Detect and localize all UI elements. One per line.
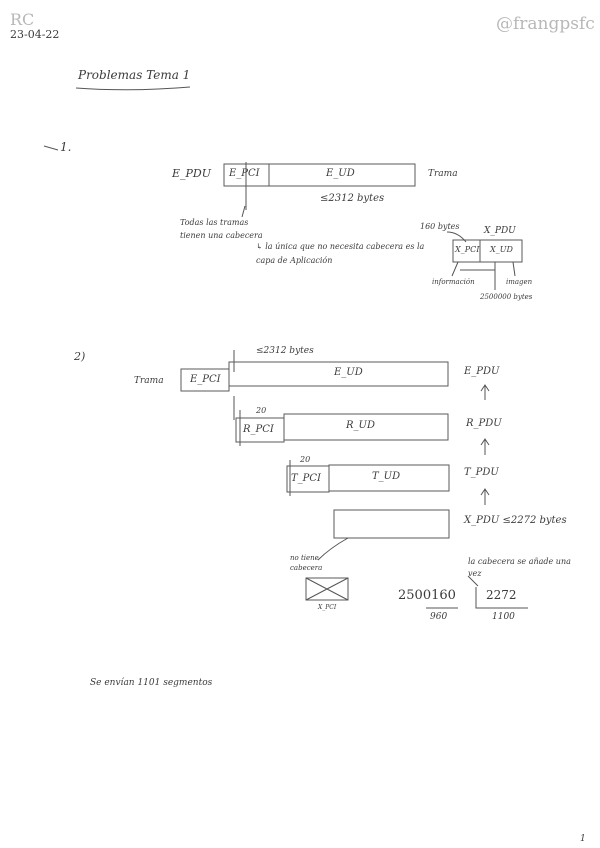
cross-lines xyxy=(305,577,349,601)
small-pdu: X_PDU xyxy=(484,226,516,236)
section2-number: 2) xyxy=(74,350,86,363)
small-right-caption: imagen xyxy=(506,278,533,286)
small-header-bytes: 160 bytes xyxy=(420,222,460,231)
crossed-label: X_PCI xyxy=(318,604,337,611)
row4-box xyxy=(333,509,450,539)
page-number: 1 xyxy=(580,834,586,844)
row3-pci: T_PCI xyxy=(291,473,321,484)
section1-right-label: Trama xyxy=(428,169,458,179)
e-ud-box xyxy=(268,163,416,187)
up-arrow-1 xyxy=(480,384,490,400)
no-header-arrow xyxy=(317,537,349,561)
row3-size: 20 xyxy=(300,455,311,464)
x-ud-box xyxy=(479,239,523,263)
row1-ud: E_UD xyxy=(334,367,363,378)
image-pointer xyxy=(512,261,516,277)
row1-ud-box xyxy=(228,361,449,387)
initials-watermark: RC xyxy=(10,10,35,29)
crossed-box xyxy=(305,577,349,601)
info-pointer xyxy=(451,261,459,277)
watermark: @frangpsfc xyxy=(496,14,595,34)
row2-right: R_PDU xyxy=(466,418,502,429)
division-quotient: 1100 xyxy=(492,612,515,622)
small-pci: X_PCI xyxy=(455,245,480,254)
row2-ud: R_UD xyxy=(346,420,375,431)
no-header-note: no tiene cabecera xyxy=(290,554,323,572)
header-note-arrow xyxy=(467,575,479,587)
section2-left-label: Trama xyxy=(134,376,164,386)
small-ud: X_UD xyxy=(490,245,513,254)
title-underline xyxy=(75,86,191,91)
division-divisor: 2272 xyxy=(486,588,517,602)
section1-tick xyxy=(43,145,59,151)
small-bottom-caption: 2500000 bytes xyxy=(480,293,533,301)
division-remainder: 960 xyxy=(430,612,448,622)
division-dividend: 2500160 xyxy=(398,588,456,603)
section1-pci: E_PCI xyxy=(229,168,260,179)
header-note: la cabecera se añade una vez xyxy=(468,557,571,578)
section1-number: 1. xyxy=(60,140,72,154)
conclusion: Se envían 1101 segmentos xyxy=(90,678,213,688)
page-title: Problemas Tema 1 xyxy=(78,68,191,82)
row3-right: T_PDU xyxy=(464,467,499,478)
row2-pci: R_PCI xyxy=(243,424,274,435)
row3-ud-box xyxy=(328,464,450,492)
section1-note-b: ↳ la única que no necesita cabecera es l… xyxy=(256,242,425,265)
section2-top-size: ≤2312 bytes xyxy=(256,346,314,356)
row1-right: E_PDU xyxy=(464,366,500,377)
up-arrow-3 xyxy=(480,488,490,505)
date: 23-04-22 xyxy=(10,28,60,41)
row4-right: X_PDU ≤2272 bytes xyxy=(464,515,567,526)
row3-ud: T_UD xyxy=(372,471,401,482)
small-left-caption: información xyxy=(432,278,475,286)
division-bracket xyxy=(475,587,528,609)
header-bytes-arrow xyxy=(446,231,467,243)
section1-left-label: E_PDU xyxy=(172,167,212,180)
section1-note-a: Todas las tramas tienen una cabecera xyxy=(180,218,263,240)
row2-size: 20 xyxy=(256,406,267,415)
section1-ud: E_UD xyxy=(326,168,355,179)
section1-size: ≤2312 bytes xyxy=(320,193,385,204)
row1-pci: E_PCI xyxy=(190,374,221,385)
up-arrow-2 xyxy=(480,438,490,455)
row2-ud-box xyxy=(283,413,449,441)
header-pointer-line-2 xyxy=(241,205,246,218)
